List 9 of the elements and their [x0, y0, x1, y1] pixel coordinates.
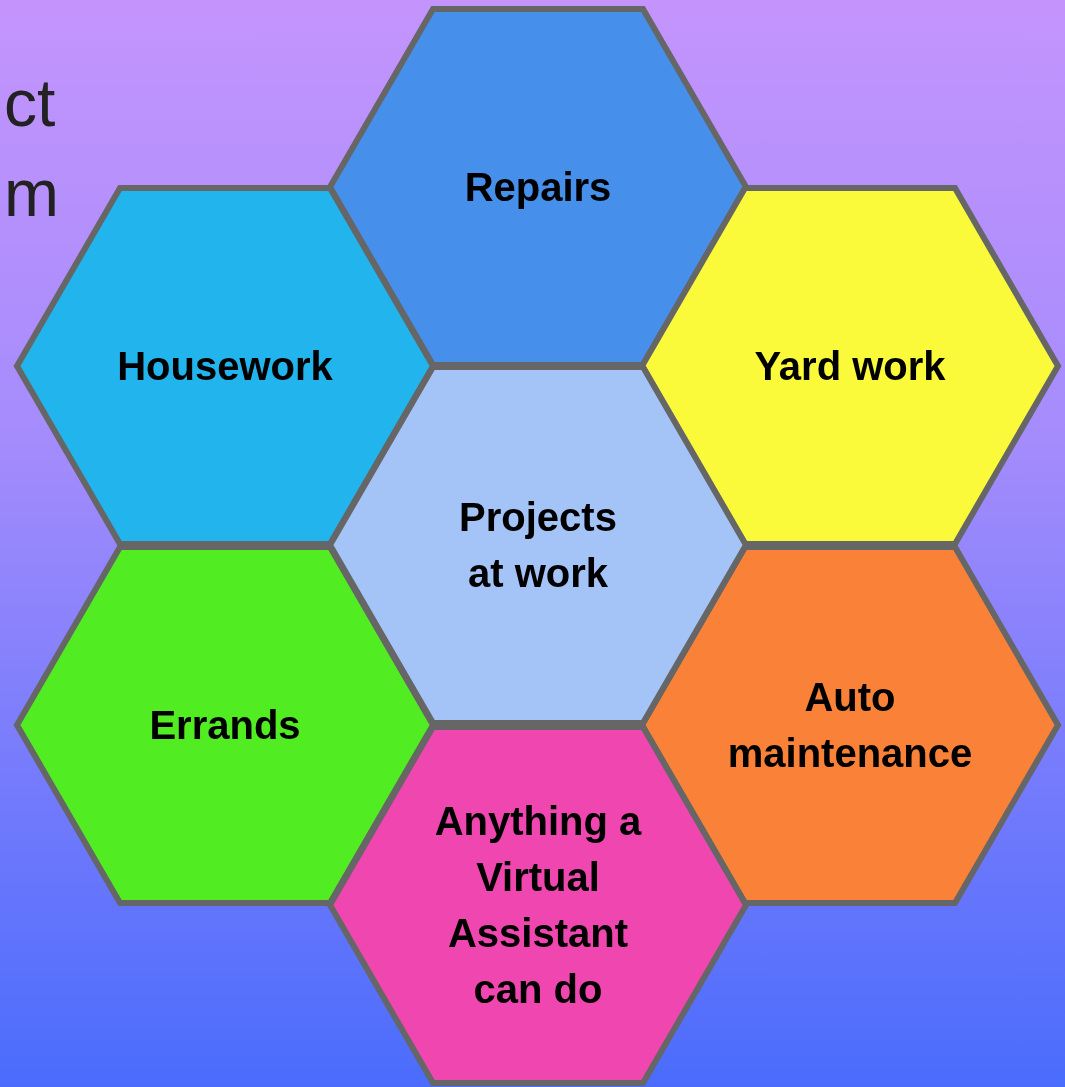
piece-label: Anything a Virtual Assistant can do	[433, 798, 643, 1013]
piece-label: Repairs	[464, 164, 612, 211]
piece-label: Errands	[149, 702, 301, 749]
piece-label: Housework	[117, 343, 333, 390]
piece-label: Projects at work	[458, 494, 618, 597]
piece-label: Auto maintenance	[726, 674, 974, 777]
slide-text-fragment: m	[4, 155, 59, 231]
piece-label: Yard work	[754, 343, 946, 390]
slide-text-fragment: ct	[4, 65, 56, 141]
